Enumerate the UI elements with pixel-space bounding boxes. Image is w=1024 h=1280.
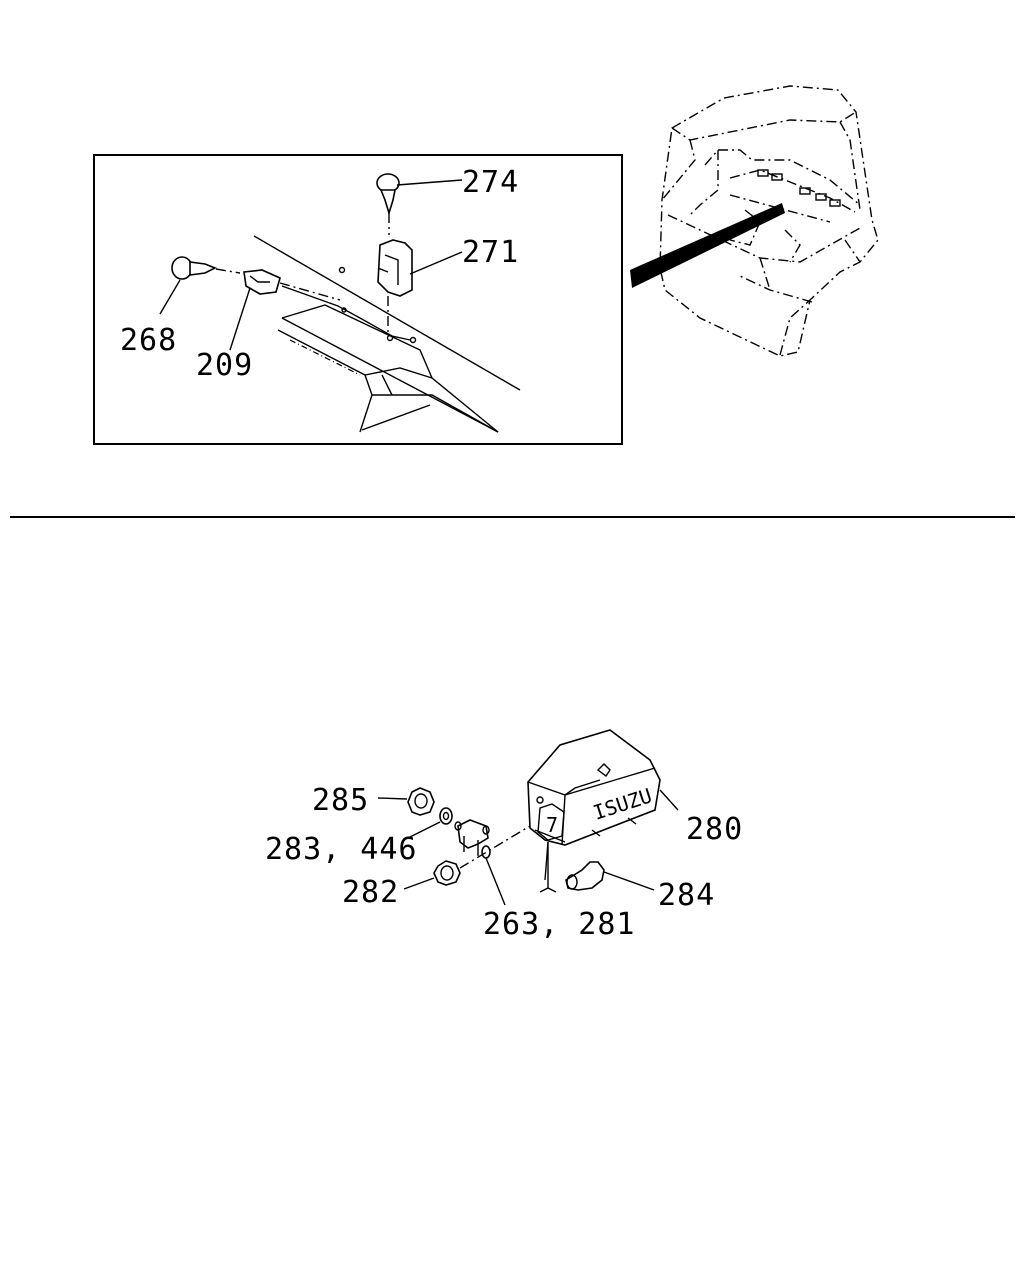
callout-268: 268: [120, 323, 177, 358]
clip-271: [377, 239, 463, 336]
connector-284: [565, 861, 655, 891]
cab-roof-marker-lamps: [757, 169, 841, 207]
callout-284: 284: [658, 878, 715, 913]
callout-282: 282: [342, 875, 399, 910]
holder-209: [229, 269, 411, 351]
callout-285: 285: [312, 783, 369, 818]
nut-285: [377, 787, 435, 816]
nut-282: [403, 860, 461, 890]
callout-280: 280: [686, 812, 743, 847]
detail-leader-wedge: [630, 203, 785, 288]
marker-lamp-280: ISUZU 7: [527, 729, 679, 846]
gasket-263-281: [459, 819, 557, 906]
truck-cab-outline: [659, 85, 879, 357]
lamp-bracket: [454, 819, 490, 856]
callout-263-281: 263, 281: [483, 907, 636, 942]
detail-inset-frame: [93, 154, 623, 445]
callout-209: 209: [196, 348, 253, 383]
callout-274: 274: [462, 165, 519, 200]
clip-screw-274: [376, 173, 463, 235]
callout-283-446: 283, 446: [265, 832, 418, 867]
callout-271: 271: [462, 235, 519, 270]
washer-283-446: [407, 807, 453, 839]
housing-digit: 7: [546, 813, 558, 837]
screw-268: [159, 256, 241, 315]
